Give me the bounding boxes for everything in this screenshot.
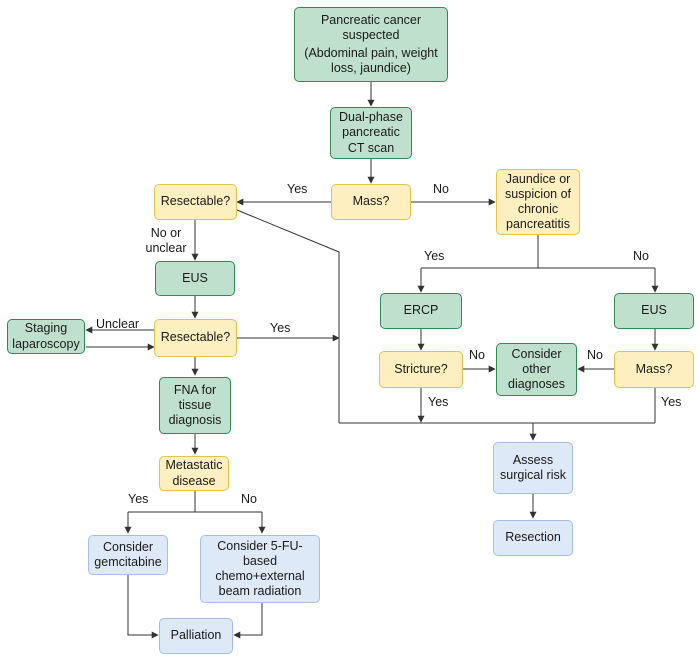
label-mass2-no: No [587,348,603,362]
start-title: Pancreatic cancer suspected [320,12,422,42]
label-res2-unclear: Unclear [96,317,140,331]
jaundice-decision-label: Jaundice or suspicion of chronic pancrea… [504,171,571,232]
start-detail: (Abdominal pain, weight loss, jaundice) [304,46,438,76]
eus-node-2-label: EUS [641,303,667,318]
stricture-decision: Stricture? [379,351,463,388]
ercp-node: ERCP [380,293,462,329]
resection-label: Resection [505,530,561,545]
gemcitabine-node: Consider gemcitabine [88,535,168,575]
assess-risk-label: Assess surgical risk [500,452,566,482]
jaundice-decision: Jaundice or suspicion of chronic pancrea… [496,169,580,235]
label-stricture-no: No [469,348,485,362]
label-res2-yes: Yes [270,321,291,335]
mass-decision: Mass? [331,184,411,220]
start-node: Pancreatic cancer suspected (Abdominal p… [294,7,448,82]
staging-laparoscopy-label: Staging laparoscopy [12,321,80,351]
label-meta-no: No [241,492,257,506]
chemo-radiation-node: Consider 5-FU-based chemo+external beam … [200,535,320,603]
other-diagnoses-label: Consider other diagnoses [508,346,565,392]
metastatic-decision: Metastatic disease [159,456,229,491]
mass-decision-label: Mass? [352,194,390,209]
label-meta-yes: Yes [128,492,149,506]
resection-node: Resection [493,520,573,556]
assess-risk-node: Assess surgical risk [493,442,573,494]
mass-decision-2-label: Mass? [635,361,673,376]
label-stricture-yes: Yes [428,395,449,409]
resectable-decision-2-label: Resectable? [160,330,231,345]
resectable-decision-2: Resectable? [154,319,237,357]
resectable-decision-1: Resectable? [154,184,237,220]
label-jaundice-no: No [633,249,649,263]
ct-scan-node: Dual-phase pancreatic CT scan [330,107,412,159]
fna-node-label: FNA for tissue diagnosis [168,382,222,428]
label-mass-yes: Yes [287,182,308,196]
ct-scan-label: Dual-phase pancreatic CT scan [339,110,403,155]
metastatic-decision-label: Metastatic disease [165,458,223,488]
edge-chemo-palliation [233,603,263,639]
eus-node-2: EUS [614,293,694,329]
label-mass2-yes: Yes [661,395,682,409]
chemo-radiation-label: Consider 5-FU-based chemo+external beam … [215,538,305,599]
resectable-decision-1-label: Resectable? [160,194,231,209]
label-res1-no-unclear: No or unclear [145,226,187,255]
edge-resectable-to-assess [236,209,340,423]
palliation-node: Palliation [159,618,233,654]
edge-gem-palliation [127,575,159,639]
gemcitabine-label: Consider gemcitabine [94,539,162,569]
ercp-node-label: ERCP [403,303,439,318]
fna-node: FNA for tissue diagnosis [159,377,231,434]
eus-node-1: EUS [155,261,235,296]
label-mass-no: No [433,182,449,196]
other-diagnoses-node: Consider other diagnoses [496,343,577,396]
mass-decision-2: Mass? [614,351,694,388]
stricture-decision-label: Stricture? [394,361,448,376]
palliation-label: Palliation [170,628,222,643]
eus-node-1-label: EUS [182,270,208,285]
staging-laparoscopy-node: Staging laparoscopy [7,319,85,354]
label-jaundice-yes: Yes [424,249,445,263]
